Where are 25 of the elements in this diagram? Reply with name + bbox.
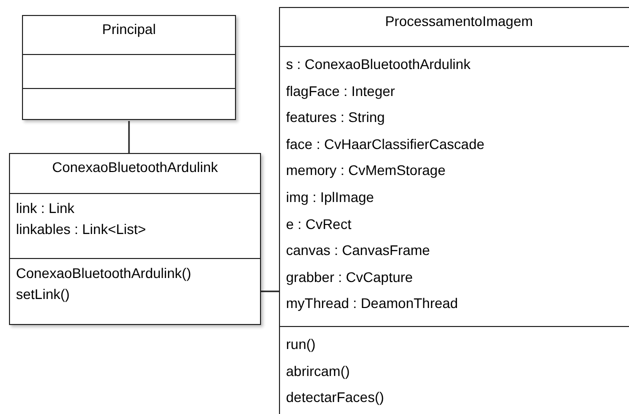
association-line — [128, 121, 130, 153]
attribute-text: linkables : Link<List> — [16, 220, 146, 239]
attribute-text: features : String — [286, 108, 385, 128]
class-name: ProcessamentoImagem — [384, 12, 534, 30]
attribute-text: s : ConexaoBluetoothArdulink — [286, 55, 470, 74]
class-name: Principal — [101, 20, 157, 38]
class-name: ConexaoBluetoothArdulink — [51, 158, 219, 176]
operation-text: setLink() — [16, 285, 70, 304]
operation-text: abrircam() — [286, 362, 350, 381]
operation-text: run() — [286, 335, 316, 354]
operation-text: ConexaoBluetoothArdulink() — [16, 264, 192, 283]
attribute-text: link : Link — [16, 199, 74, 218]
class-box — [279, 7, 629, 414]
attribute-text: grabber : CvCapture — [286, 268, 413, 287]
attribute-text: face : CvHaarClassifierCascade — [286, 134, 484, 154]
association-line — [261, 290, 279, 292]
attribute-text: canvas : CanvasFrame — [286, 241, 430, 260]
attribute-text: img : IplImage — [286, 188, 374, 207]
attribute-text: e : CvRect — [286, 214, 352, 234]
class-box — [22, 15, 236, 120]
attribute-text: flagFace : Integer — [286, 82, 395, 101]
class-box — [9, 153, 261, 325]
attribute-text: myThread : DeamonThread — [286, 294, 458, 314]
operation-text: detectarFaces() — [286, 388, 384, 408]
attribute-text: memory : CvMemStorage — [286, 161, 446, 180]
